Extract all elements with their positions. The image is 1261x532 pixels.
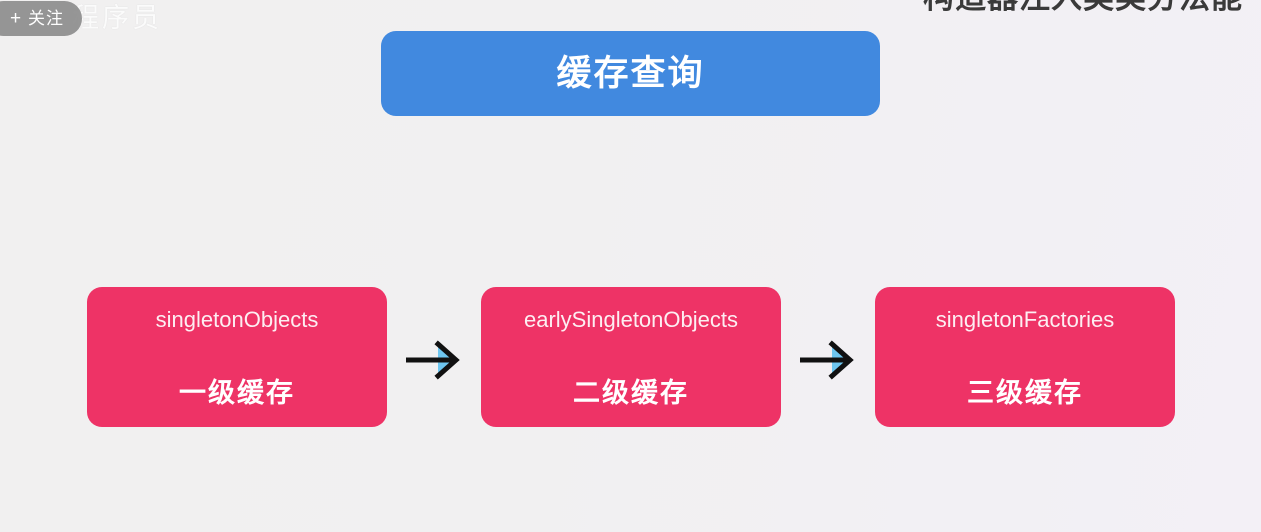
cache-node-level: 三级缓存 [967, 378, 1083, 408]
cache-node-early-singleton-objects[interactable]: earlySingletonObjects 二级缓存 [481, 287, 781, 427]
cache-node-row: singletonObjects 一级缓存 earlySingletonObje… [0, 287, 1261, 427]
cache-node-singleton-factories[interactable]: singletonFactories 三级缓存 [875, 287, 1175, 427]
arrow-right-icon [404, 338, 466, 382]
diagram-header-node[interactable]: 缓存查询 [381, 31, 880, 116]
clipped-heading-text: 构造器注入类类分法能 [923, 0, 1243, 15]
cache-node-name: singletonObjects [155, 307, 319, 332]
cache-node-name: earlySingletonObjects [523, 307, 738, 332]
plus-icon: + [9, 8, 22, 29]
follow-button-label: 关注 [28, 9, 65, 28]
cache-node-singleton-objects[interactable]: singletonObjects 一级缓存 [87, 287, 387, 427]
diagram-title: 缓存查询 [556, 54, 705, 93]
follow-button[interactable]: + 关注 [0, 1, 82, 36]
cache-node-level: 二级缓存 [573, 378, 689, 408]
cache-node-level: 一级缓存 [179, 378, 295, 408]
channel-watermark: 程序员 [72, 3, 162, 33]
cache-node-name: singletonFactories [935, 307, 1115, 332]
arrow-right-icon [798, 338, 860, 382]
